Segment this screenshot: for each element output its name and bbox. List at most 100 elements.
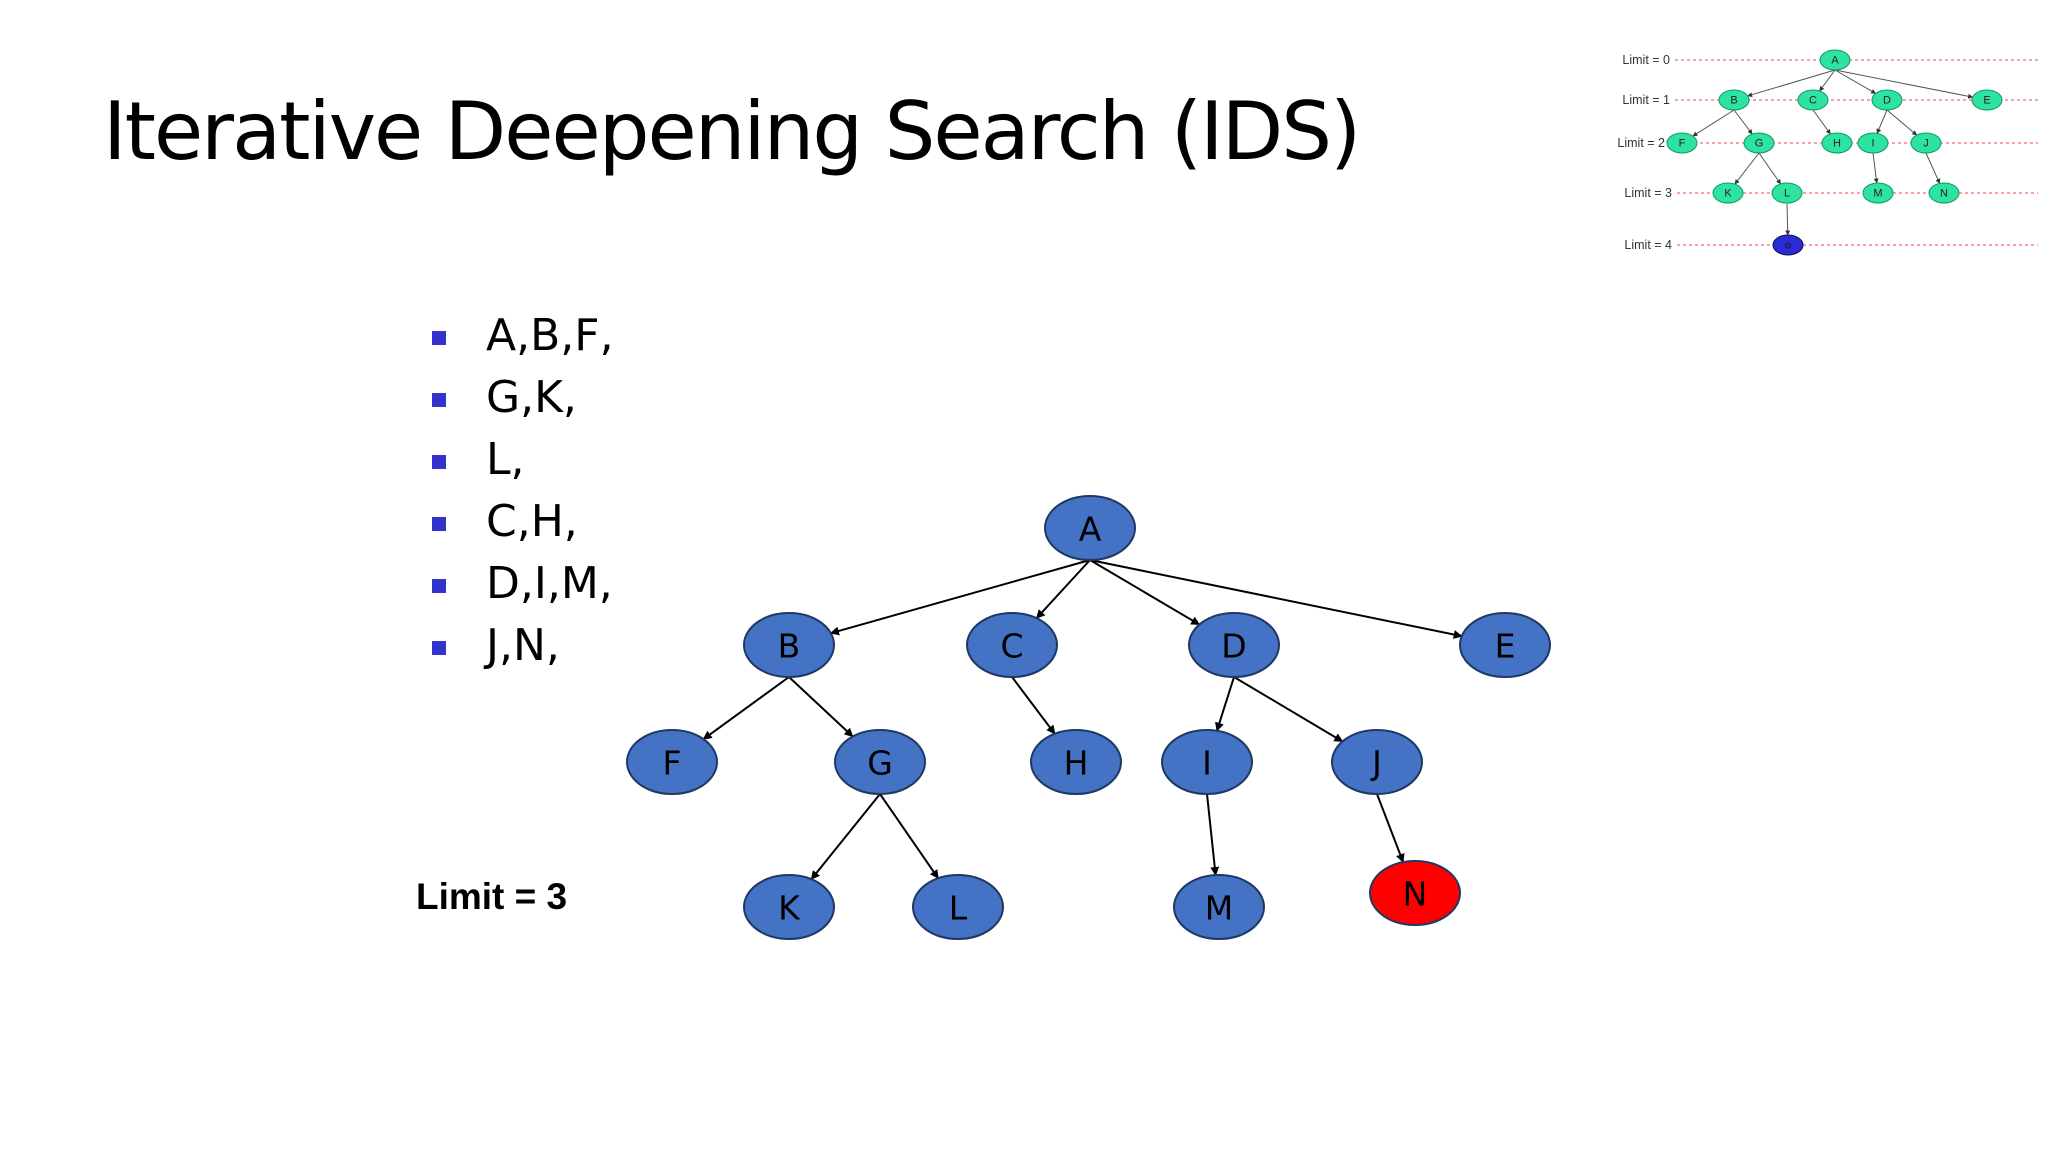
tree-node-shape [1459,612,1551,678]
tree-node-h: H [1030,729,1122,795]
tree-node-b: B [743,612,835,678]
thumb-node-b: B [1718,89,1750,111]
tree-node-d: D [1188,612,1280,678]
goal-node-shape [1369,860,1461,926]
thumb-node-label: o [1785,240,1792,252]
tree-node-label: A [1079,510,1102,549]
tree-node-label: D [1221,627,1246,666]
thumb-edge-l-o [1785,202,1791,236]
thumb-node-e: E [1971,89,2003,111]
visit-order-list: A,B,F, G,K, L, C,H, D,I,M, J,N, [430,305,614,677]
thumb-node-l: L [1771,182,1803,204]
thumb-node-j: J [1910,132,1942,154]
thumb-node-c: C [1797,89,1829,111]
thumb-node-label: C [1809,95,1817,107]
tree-node-shape [743,874,835,940]
visit-order-item: D,I,M, [430,553,614,615]
thumb-node-label: I [1871,138,1874,150]
thumb-node-shape [1857,132,1889,154]
tree-edge-d-j [1233,676,1344,743]
tree-edge-g-l [879,793,939,880]
thumb-node-label: M [1873,188,1882,200]
thumb-edge-c-h [1812,109,1831,135]
thumb-node-shape [1743,132,1775,154]
depth-limit-label: Limit = 3 [416,876,568,917]
tree-edge-d-i [1215,676,1235,732]
tree-node-i: I [1161,729,1253,795]
thumb-edge-a-c [1819,69,1836,92]
thumb-edge-g-l [1758,152,1782,185]
tree-edge-a-c [1035,559,1091,619]
thumb-node-label: E [1983,95,1990,107]
thumb-node-label: G [1755,138,1764,150]
tree-node-label: M [1205,889,1233,928]
thumb-limit-label: Limit = 4 [1624,238,1672,252]
thumb-node-label: K [1724,188,1732,200]
tree-node-e: E [1459,612,1551,678]
tree-node-label: I [1202,744,1212,783]
tree-node-label: G [867,744,893,783]
thumb-node-label: H [1833,138,1841,150]
tree-node-label: E [1495,627,1516,666]
tree-node-label: N [1403,875,1428,914]
thumb-node-shape [1910,132,1942,154]
tree-node-shape [1044,495,1136,561]
thumb-node-shape [1666,132,1698,154]
visit-order-item: G,K, [430,367,614,429]
square-bullet-icon [432,455,446,469]
thumb-node-shape [1712,182,1744,204]
thumb-node-o: o [1772,234,1804,256]
square-bullet-icon [432,517,446,531]
tree-node-k: K [743,874,835,940]
thumb-edge-i-m [1872,152,1879,184]
thumb-edge-j-n [1925,152,1941,184]
tree-node-shape [834,729,926,795]
tree-edge-g-k [810,793,881,880]
thumb-node-shape [1871,89,1903,111]
visit-order-item: A,B,F, [430,305,614,367]
thumb-edge-g-k [1734,152,1760,185]
thumb-limit-label: Limit = 1 [1622,93,1670,107]
tree-node-m: M [1173,874,1265,940]
tree-node-label: K [778,889,801,928]
thumb-edge-d-j [1886,109,1918,136]
tree-node-shape [912,874,1004,940]
thumb-edge-d-i [1876,109,1888,134]
thumb-highlighted-node-shape [1772,234,1804,256]
visit-order-text: D,I,M, [486,558,613,609]
thumb-node-shape [1771,182,1803,204]
thumb-node-shape [1718,89,1750,111]
visit-order-text: L, [486,434,525,485]
thumb-node-shape [1928,182,1960,204]
tree-node-shape [743,612,835,678]
tree-edge-a-b [829,559,1091,636]
thumb-node-shape [1862,182,1894,204]
thumb-node-shape [1797,89,1829,111]
tree-node-label: J [1370,744,1382,783]
tree-node-shape [966,612,1058,678]
tree-edge-b-f [702,676,790,740]
tree-node-shape [1161,729,1253,795]
square-bullet-icon [432,579,446,593]
tree-edge-b-g [788,676,854,738]
thumb-node-d: D [1871,89,1903,111]
thumb-node-label: N [1940,188,1948,200]
thumb-limit-label: Limit = 0 [1622,53,1670,67]
thumb-edge-a-e [1834,69,1974,99]
tree-edge-c-h [1011,676,1056,735]
visit-order-item: C,H, [430,491,614,553]
thumb-node-label: L [1784,188,1790,200]
tree-edge-a-e [1089,559,1463,639]
tree-node-j: J [1331,729,1423,795]
square-bullet-icon [432,641,446,655]
thumb-edge-a-b [1747,69,1836,98]
tree-edge-i-m [1206,793,1220,876]
visit-order-text: J,N, [486,620,560,671]
tree-node-shape [1173,874,1265,940]
tree-node-label: F [663,744,682,783]
thumb-node-label: B [1730,95,1737,107]
thumb-node-n: N [1928,182,1960,204]
visit-order-text: G,K, [486,372,577,423]
